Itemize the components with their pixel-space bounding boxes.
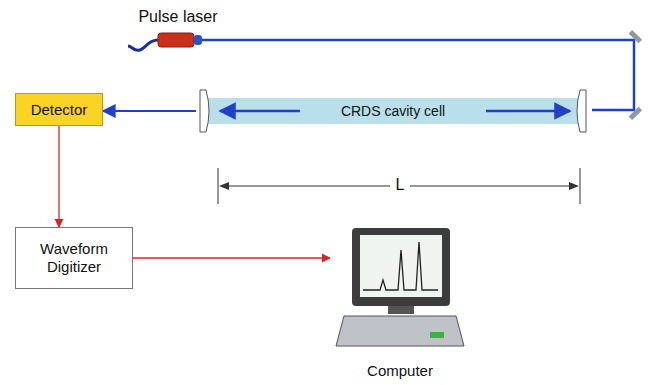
light-arrow xyxy=(486,110,570,113)
keyboard xyxy=(336,316,464,346)
screen xyxy=(360,235,442,297)
node-text: Waveform Digitizer xyxy=(26,240,122,276)
monitor-stand xyxy=(388,306,414,314)
steering-mirror xyxy=(629,107,642,120)
laser-label: Pulse laser xyxy=(118,8,238,26)
signal-arrow xyxy=(58,126,59,227)
computer-icon: Computer xyxy=(330,220,470,380)
monitor xyxy=(352,228,450,306)
signal-arrow xyxy=(103,110,196,112)
dimension-tick xyxy=(218,168,219,204)
cavity-gas xyxy=(208,98,578,124)
digitizer-box: Waveform Digitizer xyxy=(15,227,133,289)
cavity-mirror xyxy=(577,90,586,132)
cavity-cell: CRDS cavity cell xyxy=(196,88,590,134)
signal-arrow xyxy=(133,257,330,258)
dimension-arrow xyxy=(219,182,229,190)
dimension-arrow xyxy=(569,182,579,190)
node-text: Detector xyxy=(31,101,88,119)
laser-head xyxy=(194,35,202,45)
light-arrow xyxy=(220,110,300,113)
dimension-tick xyxy=(580,168,581,204)
dimension-label: L xyxy=(390,176,410,194)
power-light xyxy=(430,332,444,338)
spectrum-trace xyxy=(363,242,438,290)
steering-mirror xyxy=(629,30,642,43)
laser-fiber xyxy=(128,40,158,50)
node-text: Computer xyxy=(367,362,433,380)
node-text: CRDS cavity cell xyxy=(341,103,445,120)
laser-body xyxy=(158,33,194,47)
detector-box: Detector xyxy=(15,93,103,126)
computer-drawing xyxy=(330,220,470,352)
cavity-mirror xyxy=(200,90,209,132)
